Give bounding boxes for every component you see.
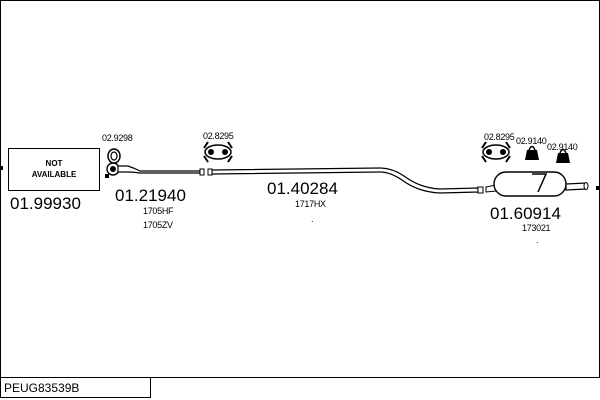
part-number-rear-silencer: 01.60914 (490, 204, 561, 223)
right-frame-tick (596, 186, 600, 190)
ref-front-pipe-2: 1705ZV (143, 220, 173, 230)
dot-marker-1: . (311, 214, 313, 224)
front-pipe (105, 162, 205, 178)
ref-rear-silencer: 173021 (522, 223, 551, 233)
accessory-code-hanger-1: 02.8295 (203, 131, 234, 141)
ref-front-pipe-1: 1705HF (143, 206, 174, 216)
accessory-code-gasket: 02.9298 (102, 133, 133, 143)
rubber-hanger-icon-2 (481, 141, 511, 163)
not-available-line1: NOT (46, 159, 63, 168)
part-number-not-available: 01.99930 (10, 194, 81, 213)
part-number-front-pipe: 01.21940 (115, 186, 186, 205)
accessory-code-clip-2: 02.9140 (547, 142, 578, 152)
gasket-ring-icon (107, 148, 121, 164)
dot-marker-2: . (536, 235, 538, 245)
not-available-box: NOT AVAILABLE (8, 148, 100, 191)
rubber-hanger-icon-1 (203, 141, 233, 163)
not-available-line2: AVAILABLE (32, 170, 77, 179)
part-number-middle-pipe: 01.40284 (267, 179, 338, 198)
accessory-code-hanger-2: 02.8295 (484, 132, 515, 142)
kit-code-box (0, 377, 151, 398)
middle-pipe (207, 167, 484, 194)
ref-middle-pipe: 1717HX (295, 199, 326, 209)
left-frame-tick (0, 166, 3, 170)
mounting-clip-icon-1 (525, 145, 539, 160)
accessory-code-clip-1: 02.9140 (516, 136, 547, 146)
mounting-clip-icon-2 (556, 148, 570, 163)
rear-silencer (485, 171, 589, 197)
kit-code: PEUG83539B (4, 381, 79, 395)
